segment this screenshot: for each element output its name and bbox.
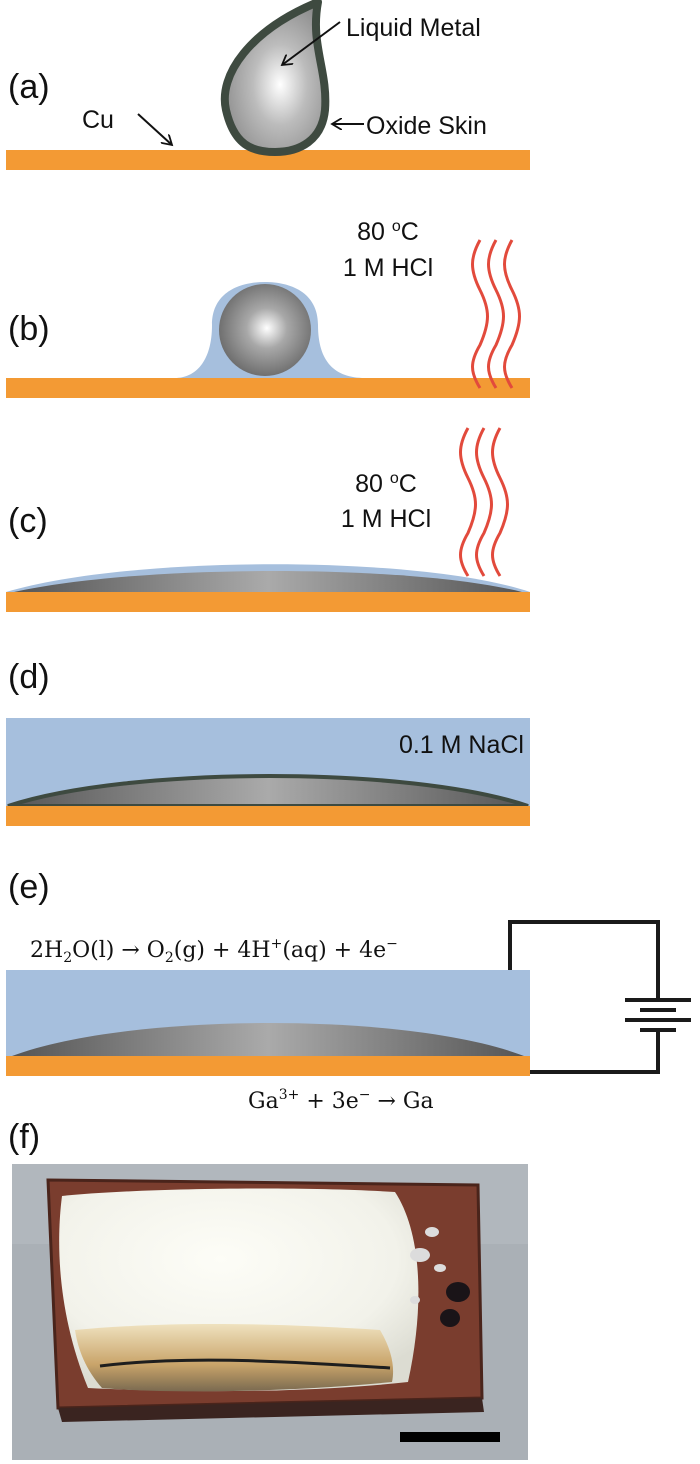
heat-icon	[459, 427, 509, 577]
copper-substrate	[6, 592, 530, 612]
panel-c: (c) 80 oC 1 M HCl	[6, 427, 530, 612]
copper-substrate	[6, 806, 530, 826]
electrolyte-label: 0.1 M NaCl	[399, 731, 524, 759]
scale-bar	[400, 1432, 500, 1442]
acid-label: 1 M HCl	[341, 505, 431, 533]
copper-cathode	[6, 1056, 530, 1076]
dark-spot	[446, 1282, 470, 1302]
battery-icon	[625, 998, 691, 1032]
panel-f-label: (f)	[8, 1118, 40, 1156]
chip-edge	[58, 1398, 484, 1422]
panel-e-label: (e)	[8, 868, 50, 906]
copper-substrate	[6, 150, 530, 170]
oxide-skin-label: Oxide Skin	[366, 112, 487, 140]
reflective-film-edge	[75, 1324, 394, 1392]
panel-a-label: (a)	[8, 68, 50, 106]
temperature-label: 80 oC	[355, 470, 417, 498]
panel-a: (a) Liquid Metal Oxide Skin Cu	[6, 0, 530, 170]
metal-bead	[219, 284, 311, 376]
panel-e: (e) 2H2O(l) → O2(g) + 4H+(aq) + 4e− Ga3+…	[6, 868, 691, 1114]
panel-d: (d) 0.1 M NaCl	[6, 658, 530, 826]
liquid-metal-label: Liquid Metal	[346, 14, 481, 42]
panel-d-label: (d)	[8, 658, 50, 696]
acid-label: 1 M HCl	[343, 254, 433, 282]
panel-b-label: (b)	[8, 310, 50, 348]
panel-c-label: (c)	[8, 502, 48, 540]
metal-film	[12, 1023, 524, 1056]
cu-arrow	[137, 113, 172, 145]
circuit-wire	[508, 920, 660, 1074]
panel-f: (f)	[8, 1118, 528, 1460]
liquid-metal-arrow	[282, 21, 341, 65]
heat-icon	[471, 239, 521, 389]
spread-metal-film	[14, 571, 522, 592]
panel-b: (b) 80 oC 1 M HCl	[6, 218, 530, 398]
dark-spot	[440, 1309, 460, 1327]
cathode-reaction: Ga3+ + 3e− → Ga	[248, 1087, 434, 1114]
cu-label: Cu	[82, 106, 114, 134]
liquid-metal-droplet	[220, 0, 330, 156]
temperature-label: 80 oC	[357, 218, 419, 246]
copper-substrate	[6, 378, 530, 398]
anode-reaction: 2H2O(l) → O2(g) + 4H+(aq) + 4e−	[30, 936, 398, 966]
metal-film-oxidized	[7, 774, 529, 808]
silver-patches	[410, 1227, 446, 1304]
